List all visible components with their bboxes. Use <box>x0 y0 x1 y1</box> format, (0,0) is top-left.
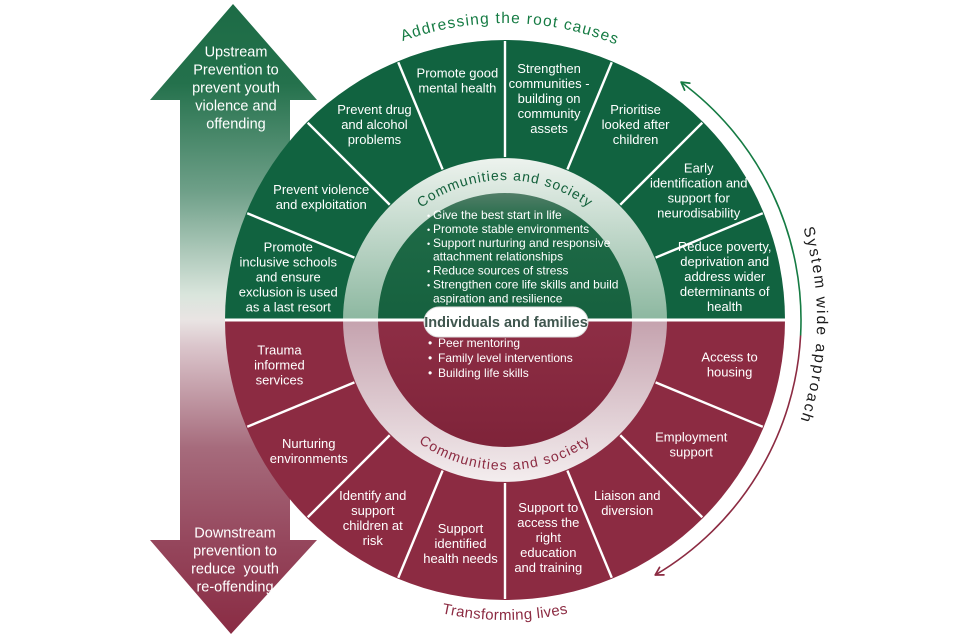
system-arrow-maroon <box>654 335 802 576</box>
system-arrow-green <box>680 81 802 336</box>
individuals-list-bottom: •Peer mentoring•Family level interventio… <box>428 336 573 380</box>
center-disk-top <box>378 193 632 320</box>
individuals-families-pill <box>423 306 589 338</box>
segment-dividers <box>246 41 764 599</box>
center-disk-bottom <box>378 320 632 447</box>
individuals-families-label: Individuals and families <box>424 315 588 331</box>
label-transforming-lives: Transforming lives <box>441 600 569 623</box>
individuals-list-top: •Give the best start in life•Promote sta… <box>427 208 618 305</box>
